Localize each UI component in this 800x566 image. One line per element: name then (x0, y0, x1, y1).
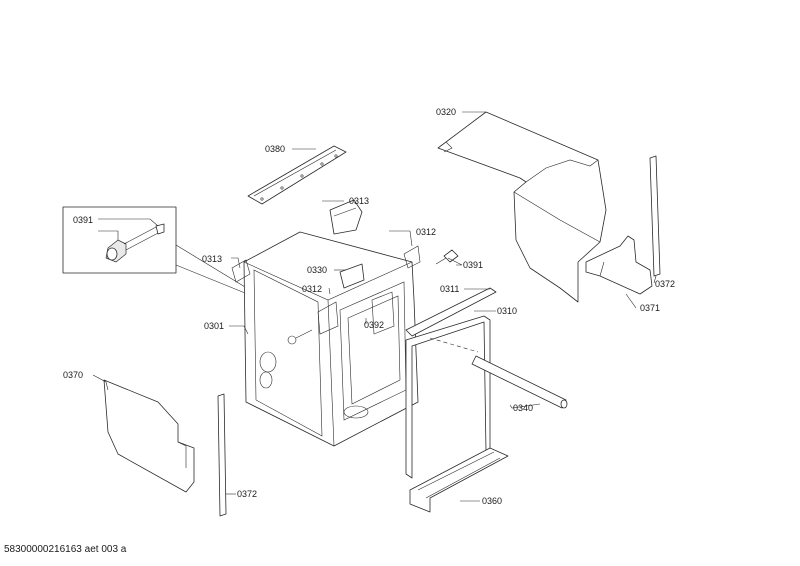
label-0313-top: 0313 (349, 196, 369, 206)
label-0380: 0380 (265, 144, 285, 154)
label-0371: 0371 (640, 303, 660, 313)
part-0340-rod (471, 355, 568, 409)
label-0391-right: 0391 (463, 260, 483, 270)
label-0312-center: 0312 (302, 284, 322, 294)
label-0370: 0370 (63, 370, 83, 380)
label-0392: 0392 (364, 320, 384, 330)
label-0313-left: 0313 (202, 254, 222, 264)
part-0360-base-tray (409, 447, 509, 513)
part-0310-0311-frame (405, 287, 497, 479)
part-0320-insulation-mat (437, 111, 607, 303)
label-0311: 0311 (440, 284, 459, 294)
part-0301-tub-body (231, 199, 421, 447)
label-0391-inset: 0391 (73, 215, 93, 225)
label-0330: 0330 (307, 265, 327, 275)
part-0372-strip-right (649, 155, 661, 277)
label-0310: 0310 (497, 306, 517, 316)
label-0301: 0301 (204, 321, 224, 331)
label-0372-left: 0372 (237, 489, 257, 499)
label-0312-right: 0312 (416, 227, 436, 237)
label-0360: 0360 (482, 496, 502, 506)
label-0340: 0340 (513, 403, 533, 413)
part-labels: 0320 0380 0391 0313 0313 0312 0312 0330 … (63, 107, 675, 506)
label-0372-right: 0372 (655, 279, 675, 289)
part-0370-side-panel (103, 379, 195, 493)
part-0372-strip-left (217, 393, 227, 517)
part-0371-side-panel (585, 235, 653, 295)
part-0391-screw (435, 249, 459, 265)
label-0320: 0320 (436, 107, 456, 117)
part-0380-cover-strip (247, 145, 347, 205)
leader-lines (92, 111, 657, 502)
document-footer-code: 58300000216163 aet 003 a (4, 544, 127, 555)
